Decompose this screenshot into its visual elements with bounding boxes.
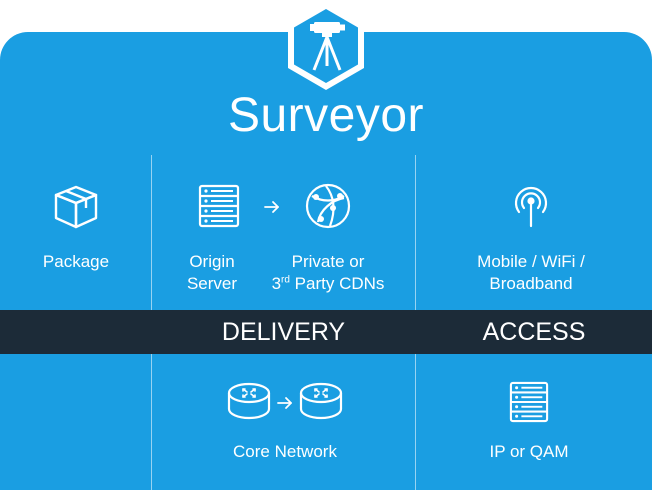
globe-network-icon bbox=[305, 183, 351, 229]
category-band bbox=[0, 310, 652, 354]
diagram-panel bbox=[0, 32, 652, 490]
server-rack-icon bbox=[198, 184, 240, 228]
router-icon bbox=[227, 382, 271, 420]
cdn-line1: Private or bbox=[291, 252, 365, 271]
core-network-label: Core Network bbox=[233, 442, 337, 461]
origin-server-label: Origin Server bbox=[160, 251, 264, 295]
page-title: Surveyor bbox=[227, 89, 425, 142]
cdn-line2-suffix: Party CDNs bbox=[289, 274, 385, 293]
ip-qam-label: IP or QAM bbox=[489, 442, 569, 461]
mobile-label: Mobile / WiFi / Broadband bbox=[446, 251, 616, 295]
mobile-line2: Broadband bbox=[489, 274, 573, 293]
package-box-icon bbox=[54, 185, 98, 229]
arrow-right-icon bbox=[277, 397, 292, 409]
delivery-label: DELIVERY bbox=[221, 318, 346, 346]
surveyor-tripod-icon bbox=[288, 2, 364, 90]
mobile-line1: Mobile / WiFi / bbox=[477, 252, 585, 271]
cdn-line2-prefix: 3 bbox=[271, 274, 282, 293]
access-label: ACCESS bbox=[482, 318, 586, 346]
router-icon bbox=[299, 382, 343, 420]
arrow-right-icon bbox=[264, 201, 279, 213]
origin-server-line1: Origin bbox=[189, 252, 235, 271]
origin-server-line2: Server bbox=[186, 274, 238, 293]
wireless-antenna-icon bbox=[514, 186, 548, 228]
package-label: Package bbox=[42, 252, 110, 271]
server-rack-icon bbox=[509, 381, 549, 423]
cdn-label: Private or 3rd Party CDNs bbox=[256, 251, 400, 295]
cdn-line2-sup: rd bbox=[281, 274, 290, 286]
